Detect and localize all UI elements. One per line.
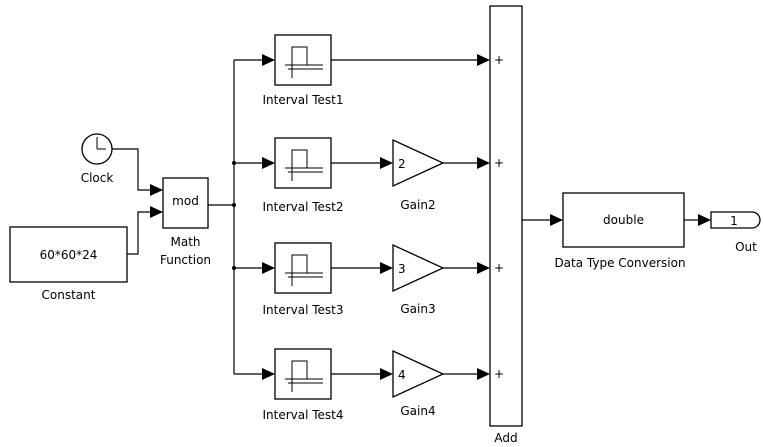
interval-test2-block[interactable] <box>274 137 332 189</box>
add-label: Add <box>494 431 517 445</box>
add-sign-2: + <box>494 156 504 170</box>
outport-block[interactable] <box>710 211 761 229</box>
add-block[interactable] <box>489 5 523 427</box>
interval-test-icon <box>285 46 323 78</box>
wire-to-interval-test2 <box>234 157 275 169</box>
wire-clock-to-mod <box>112 148 163 196</box>
math-function-block[interactable] <box>162 177 209 229</box>
math-function-op: mod <box>172 194 199 208</box>
interval-test4-label: Interval Test4 <box>262 408 343 422</box>
dtc-type: double <box>603 213 644 227</box>
outport-label: Out <box>735 240 757 254</box>
wire-mod-branch <box>208 60 236 374</box>
interval-test4-block[interactable] <box>274 348 332 400</box>
gain4-block[interactable] <box>392 349 445 399</box>
interval-test1-block[interactable] <box>274 34 332 86</box>
clock-label: Clock <box>81 171 114 185</box>
interval-test-icon <box>285 254 323 286</box>
wire-to-interval-test3 <box>234 262 275 274</box>
interval-test3-label: Interval Test3 <box>262 303 343 317</box>
wire-it2-to-gain2 <box>331 157 393 169</box>
outport-number: 1 <box>730 214 738 228</box>
interval-test3-block[interactable] <box>274 242 332 294</box>
constant-value: 60*60*24 <box>40 248 98 262</box>
gain2-value: 2 <box>398 157 406 171</box>
interval-test1-label: Interval Test1 <box>262 93 343 107</box>
wire-it1-to-add <box>331 54 490 66</box>
wire-gain2-to-add <box>443 157 490 169</box>
gain3-block[interactable] <box>392 243 445 293</box>
gain2-label: Gain2 <box>400 198 435 212</box>
interval-test2-label: Interval Test2 <box>262 200 343 214</box>
gain4-label: Gain4 <box>400 404 435 418</box>
constant-label: Constant <box>42 288 96 302</box>
clock-block[interactable] <box>81 133 113 165</box>
add-sign-1: + <box>494 53 504 67</box>
wire-it4-to-gain4 <box>331 368 393 380</box>
data-type-conversion-block[interactable] <box>562 192 685 248</box>
gain3-label: Gain3 <box>400 302 435 316</box>
gain3-value: 3 <box>398 262 406 276</box>
gain4-value: 4 <box>398 368 406 382</box>
interval-test-icon <box>285 149 323 181</box>
add-sign-3: + <box>494 261 504 275</box>
interval-test-icon <box>285 360 323 392</box>
math-function-label-1: Math <box>170 235 200 249</box>
constant-block[interactable] <box>9 226 128 283</box>
gain2-block[interactable] <box>392 138 445 188</box>
add-sign-4: + <box>494 367 504 381</box>
wire-it3-to-gain3 <box>331 262 393 274</box>
dtc-label: Data Type Conversion <box>554 256 685 270</box>
wire-dtc-to-out <box>684 214 711 226</box>
wire-to-interval-test4 <box>234 368 275 380</box>
math-function-label-2: Function <box>160 253 211 267</box>
wire-constant-to-mod <box>127 206 163 255</box>
wire-gain3-to-add <box>443 262 490 274</box>
wire-gain4-to-add <box>443 368 490 380</box>
wire-add-to-dtc <box>522 214 563 226</box>
wire-to-interval-test1 <box>234 54 275 66</box>
